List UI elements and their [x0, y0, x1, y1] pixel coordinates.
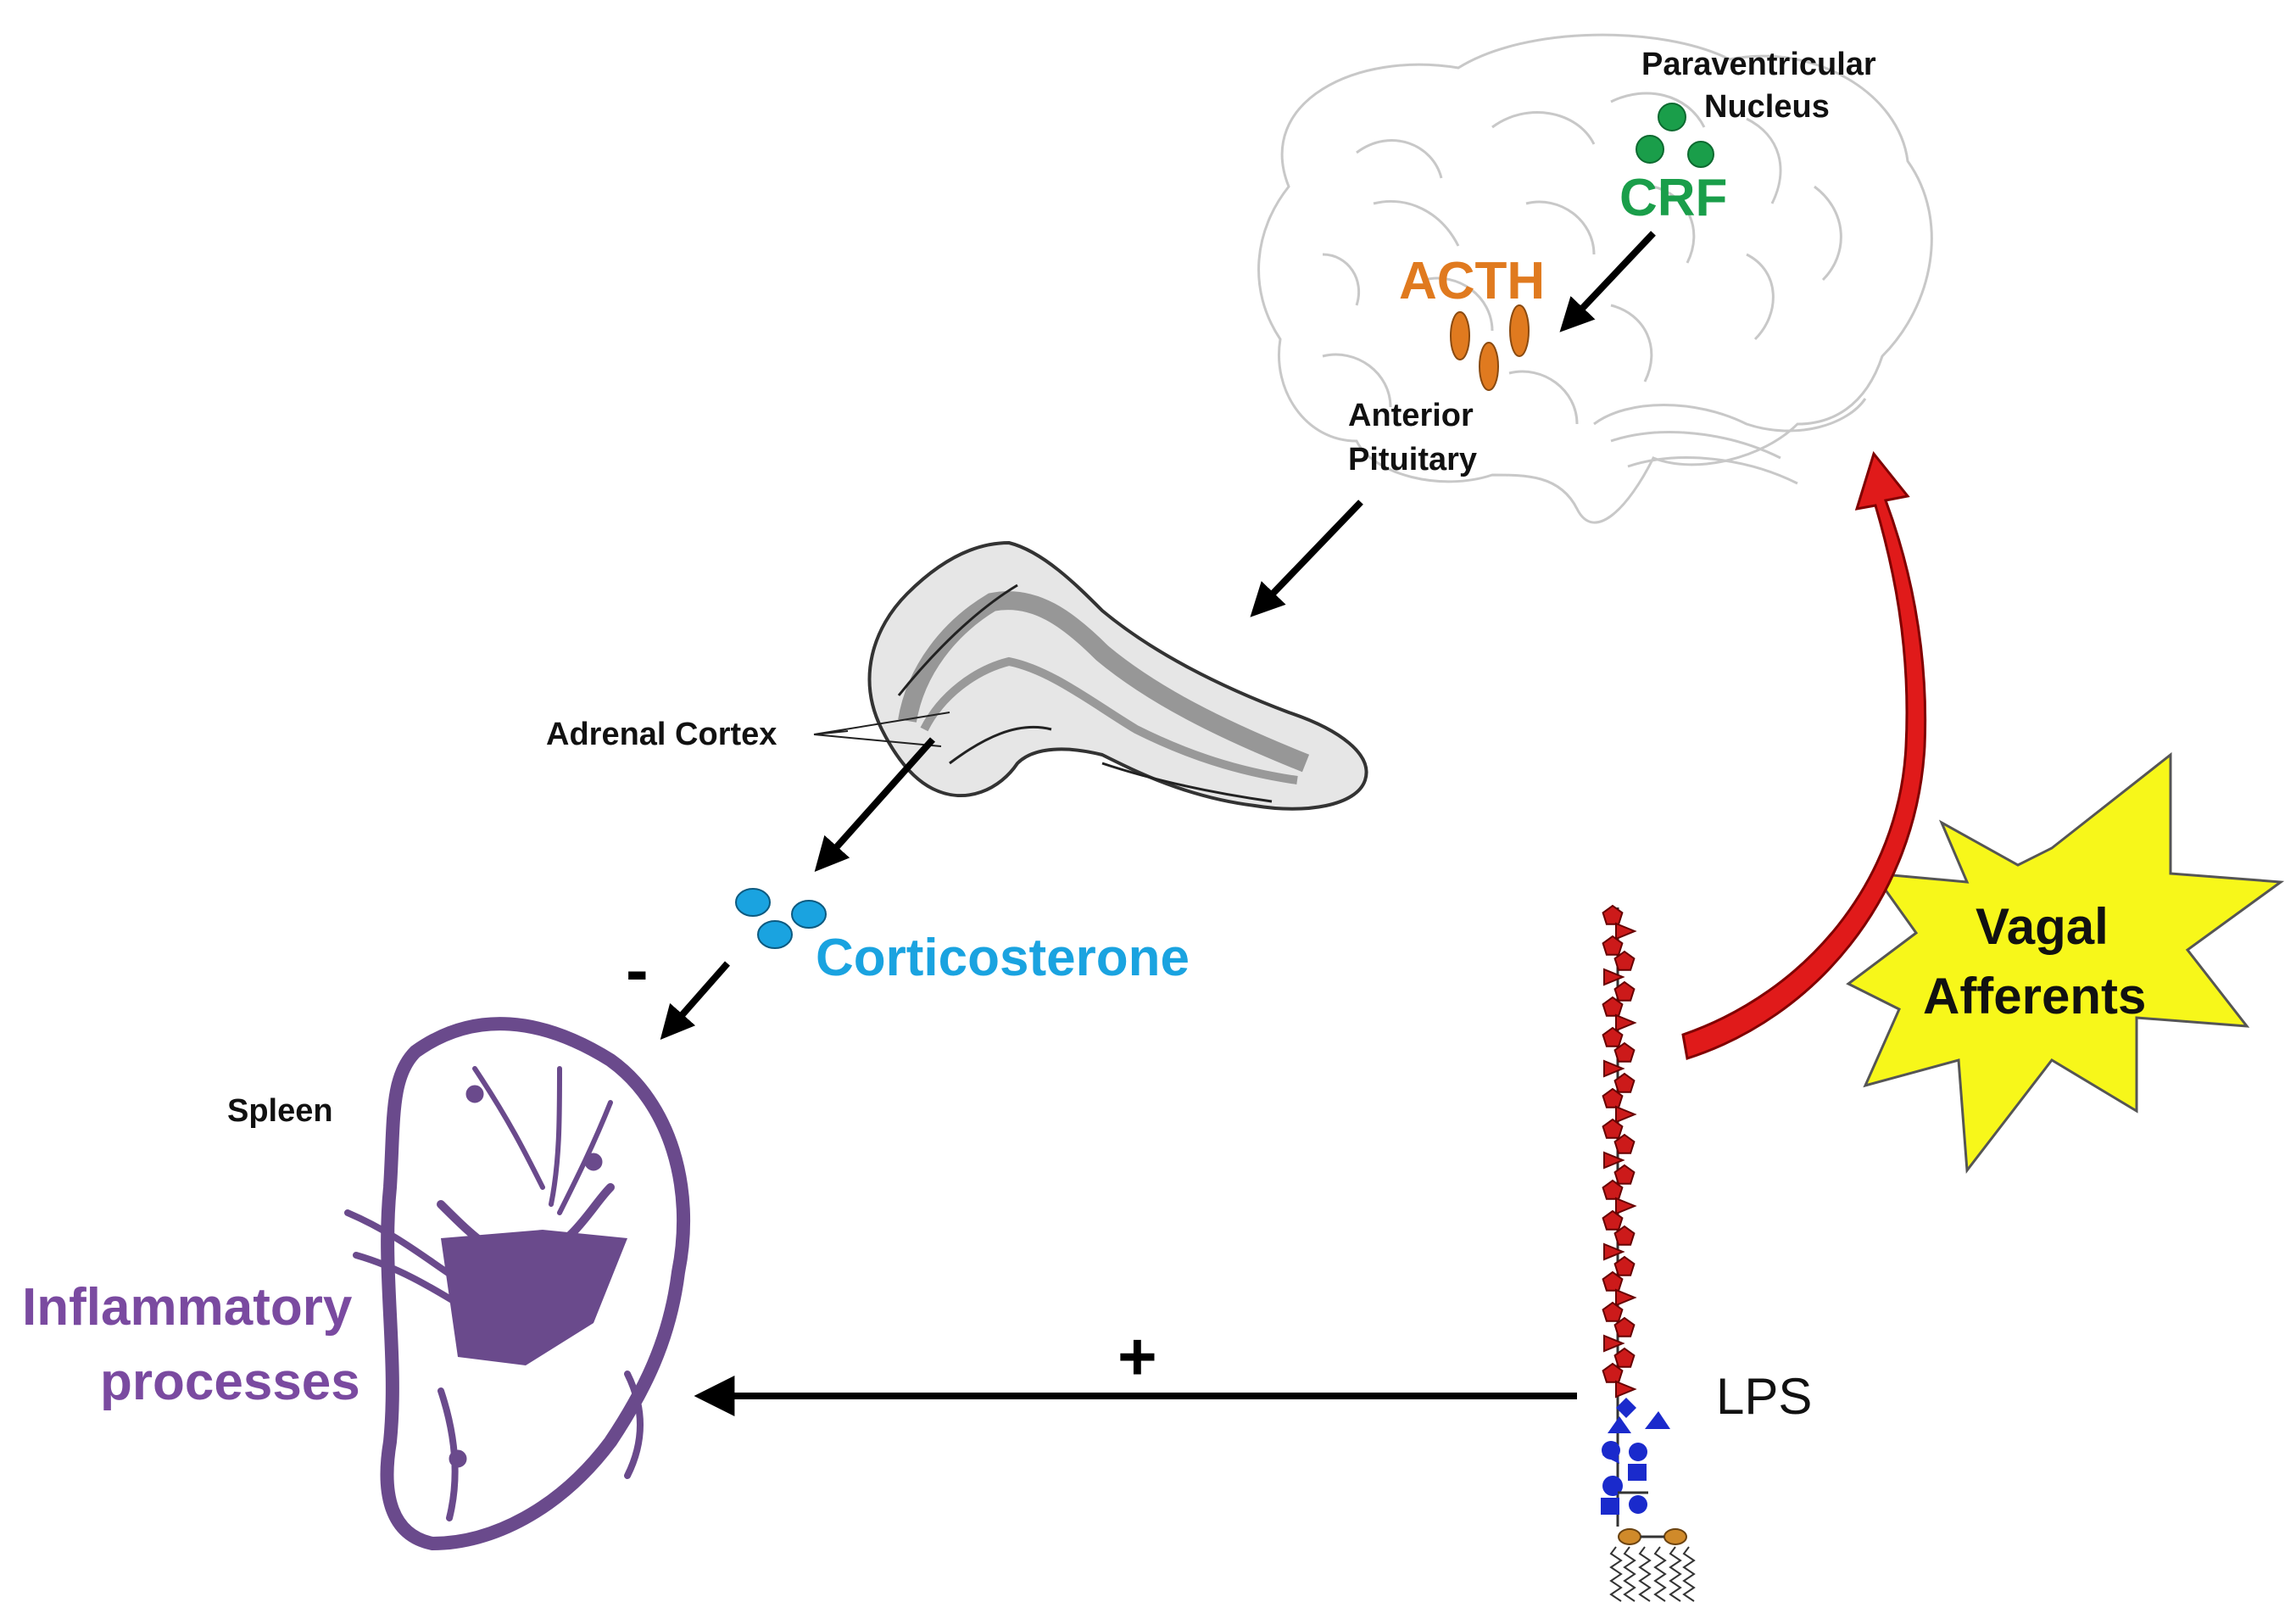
- spleen-label: Spleen: [227, 1093, 333, 1129]
- adrenal-gland-illustration: [813, 540, 1368, 811]
- pituitary-label: Pituitary: [1348, 442, 1478, 477]
- plus-sign: +: [1117, 1319, 1157, 1394]
- brain-illustration: [1257, 33, 1933, 524]
- acth-label: ACTH: [1399, 252, 1546, 310]
- pituitary-to-adrenal-arrow: [1250, 500, 1363, 617]
- crf-label: CRF: [1619, 169, 1728, 227]
- crf-to-acth-arrow: [1559, 231, 1656, 332]
- spleen-icon: [344, 1017, 691, 1551]
- acth-cells: [1450, 304, 1530, 391]
- starburst-icon: [1846, 751, 2285, 1175]
- corticosterone-to-spleen-arrow: [660, 961, 731, 1041]
- vagal-afferent-arrow: [1681, 450, 1927, 1060]
- vagal-label: Vagal: [1976, 898, 2109, 955]
- paraventricular-label: Paraventricular: [1641, 47, 1876, 82]
- nucleus-label: Nucleus: [1704, 89, 1830, 125]
- corticosterone-molecules: [735, 888, 827, 949]
- corticosterone-label: Corticosterone: [816, 929, 1190, 987]
- crf-neurons: [1636, 103, 1714, 168]
- inflammatory-label: Inflammatory: [22, 1278, 353, 1337]
- processes-label: processes: [100, 1353, 360, 1411]
- lps-molecule-icon: [1601, 904, 1696, 1602]
- adrenal-cortex-label: Adrenal Cortex: [546, 717, 777, 752]
- adrenal-to-corticosterone-arrow: [814, 737, 935, 872]
- anterior-label: Anterior: [1348, 398, 1474, 433]
- minus-sign: -: [626, 932, 649, 1008]
- lps-label: LPS: [1716, 1368, 1813, 1425]
- afferents-label: Afferents: [1923, 968, 2147, 1024]
